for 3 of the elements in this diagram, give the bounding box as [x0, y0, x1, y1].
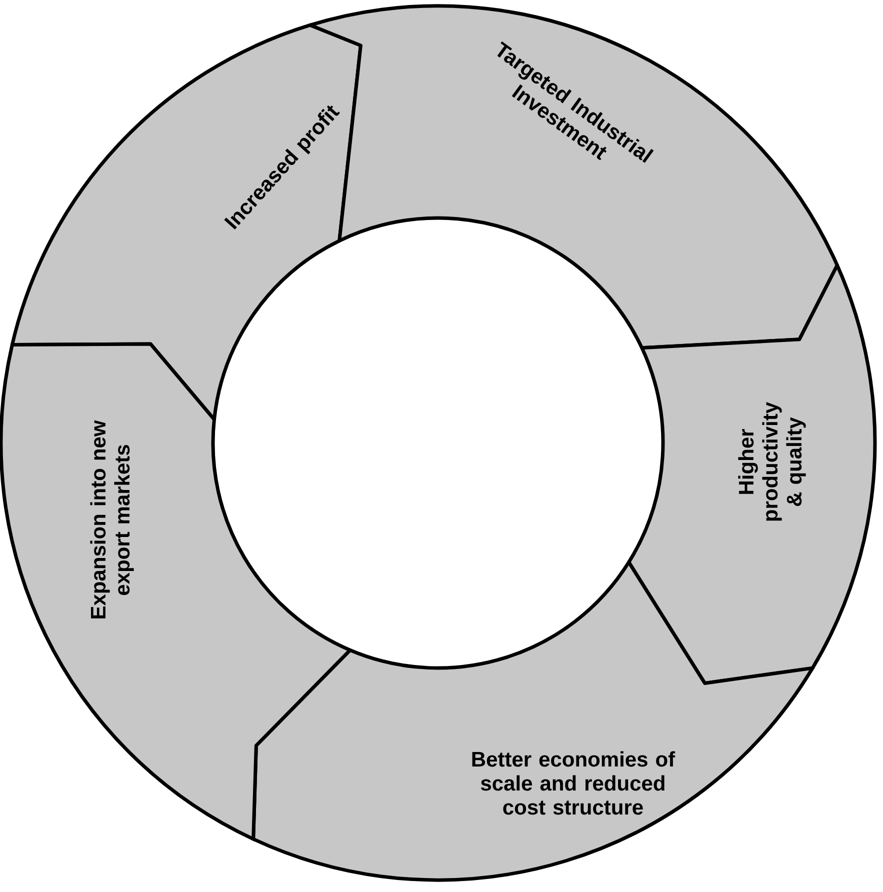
- ring-segment: Expansion into new export markets: [0, 342, 352, 841]
- ring-segment: Higher productivity & quality: [627, 264, 877, 685]
- ring-segment: Better economies of scale and reduced cost structure: [252, 560, 814, 882]
